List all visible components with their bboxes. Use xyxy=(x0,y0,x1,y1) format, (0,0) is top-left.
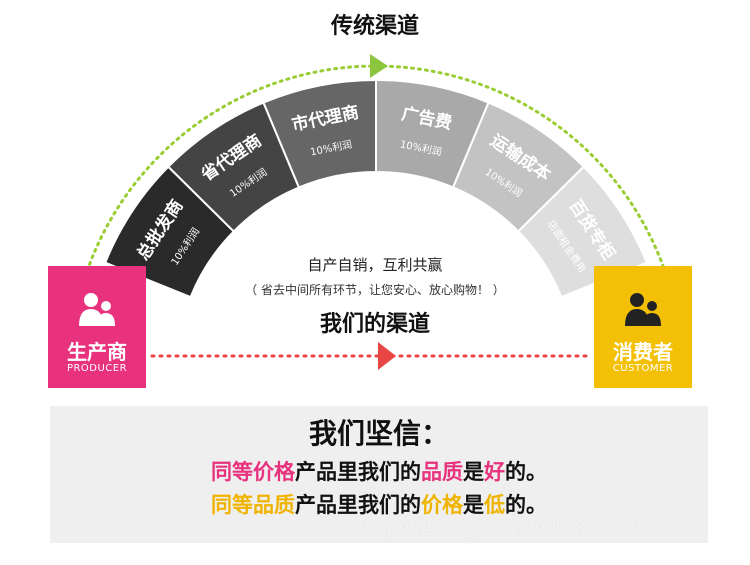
belief-highlight: 好 xyxy=(484,460,505,484)
arrow-right-icon xyxy=(378,342,396,370)
our-channel-dotted-line xyxy=(150,342,592,370)
belief-text: 的。 xyxy=(505,493,547,517)
arrow-right-icon xyxy=(370,54,388,78)
belief-line-price: 同等价格产品里我们的品质是好的。 xyxy=(50,456,708,486)
belief-panel: 我们坚信： 同等价格产品里我们的品质是好的。 同等品质产品里我们的价格是低的。 xyxy=(50,406,708,543)
customer-label-en: CUSTOMER xyxy=(612,363,674,374)
producer-label: 生产商 xyxy=(67,340,127,364)
slogan-main: 自产自销，互利共赢 xyxy=(307,256,443,274)
watermark: shop944792y181899.1688.com xyxy=(355,518,642,539)
customer-label: 消费者 xyxy=(613,340,673,364)
belief-title: 我们坚信： xyxy=(308,417,449,450)
belief-highlight: 品质 xyxy=(421,460,463,484)
belief-text: 产品里我们的 xyxy=(295,460,421,484)
channel-segment xyxy=(516,165,649,299)
producer-box: 生产商 PRODUCER xyxy=(48,266,146,388)
belief-highlight: 同等品质 xyxy=(211,493,295,517)
belief-highlight: 同等价格 xyxy=(211,460,295,484)
traditional-channel-dotted-arc xyxy=(83,54,669,279)
belief-text: 是 xyxy=(463,460,484,484)
traditional-channel-title: 传统渠道 xyxy=(330,14,419,39)
our-channel-title: 我们的渠道 xyxy=(319,312,430,337)
belief-text: 产品里我们的 xyxy=(295,493,421,517)
belief-line-quality: 同等品质产品里我们的价格是低的。 xyxy=(50,489,708,519)
belief-highlight: 价格 xyxy=(421,493,463,517)
belief-highlight: 低 xyxy=(484,493,505,517)
people-icon xyxy=(79,293,115,326)
producer-label-en: PRODUCER xyxy=(66,363,128,374)
customer-box: 消费者 CUSTOMER xyxy=(594,266,692,388)
slogan-sub: （ 省去中间所有环节，让您安心、放心购物！ ） xyxy=(245,283,505,297)
channel-segments: 总批发商10%利润省代理商10%利润市代理商10%利润广告费10%利润运输成本1… xyxy=(103,78,649,299)
people-icon xyxy=(625,293,661,326)
belief-text: 是 xyxy=(463,493,484,517)
belief-text: 的。 xyxy=(505,460,547,484)
